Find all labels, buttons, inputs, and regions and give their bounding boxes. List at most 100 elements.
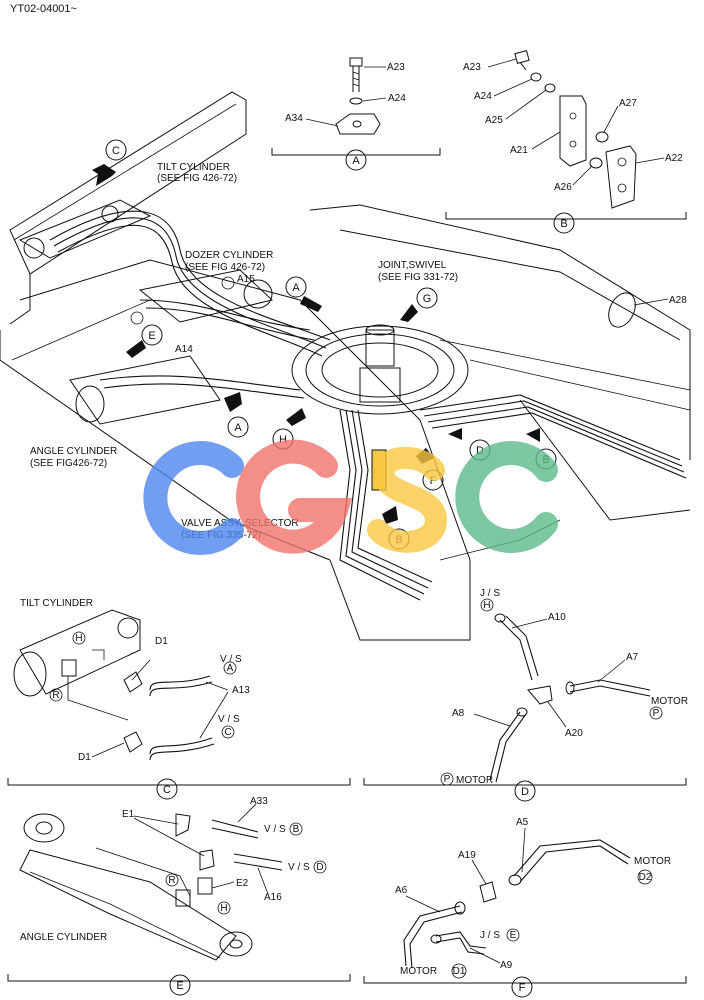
pipe-a8 bbox=[489, 711, 521, 781]
bracket-a22 bbox=[605, 145, 637, 209]
hose-a33 bbox=[211, 819, 259, 833]
svg-text:G: G bbox=[423, 293, 432, 305]
detail-d: J / S H A10 A7 A8 A20 MOTOR P P MOTOR D bbox=[363, 588, 688, 802]
part-label-a33: A33 bbox=[250, 796, 268, 807]
svg-text:H: H bbox=[220, 903, 227, 914]
dozer-cylinder-ref: (SEE FIG 426-72) bbox=[185, 262, 265, 273]
svg-text:D2: D2 bbox=[639, 872, 652, 883]
detail-d-callout bbox=[514, 780, 536, 802]
swivel-ring-outer bbox=[291, 325, 469, 415]
js-label-f: J / S bbox=[480, 930, 500, 941]
fitting-e2 bbox=[197, 877, 213, 895]
svg-text:F: F bbox=[430, 475, 437, 487]
detail-c-callout bbox=[156, 778, 178, 800]
svg-text:R: R bbox=[168, 875, 175, 886]
washer bbox=[349, 97, 363, 105]
part-label-d1-bottom: D1 bbox=[78, 752, 91, 763]
dozer-cylinder-body bbox=[138, 269, 274, 323]
detail-c: TILT CYLINDER H R D1 D1 A13 V / S A V / … bbox=[7, 598, 351, 800]
part-label-a6: A6 bbox=[395, 885, 408, 896]
detail-c-letter: C bbox=[163, 784, 171, 796]
part-label-a19: A19 bbox=[458, 850, 476, 861]
svg-text:D: D bbox=[316, 862, 323, 873]
part-label-a5: A5 bbox=[516, 817, 529, 828]
svg-text:R: R bbox=[52, 690, 59, 701]
fitting-e1-bottom bbox=[199, 849, 215, 871]
hose-a13-bottom bbox=[149, 737, 213, 755]
part-label-a22: A22 bbox=[665, 153, 683, 164]
left-frame-rail bbox=[9, 91, 247, 275]
main-mark-r bbox=[221, 276, 235, 290]
part-label-a24b: A24 bbox=[474, 91, 492, 102]
detail-b-callout bbox=[553, 212, 575, 234]
joint-swivel-label: JOINT,SWIVEL bbox=[378, 260, 447, 271]
part-label-e1: E1 bbox=[122, 809, 135, 820]
part-label-a8: A8 bbox=[452, 708, 465, 719]
tilt-cylinder-detail bbox=[19, 609, 141, 695]
watermark-letter-4 bbox=[455, 441, 558, 553]
angle-cylinder-detail bbox=[19, 849, 237, 961]
clip-plate bbox=[335, 113, 381, 135]
cylinder-end bbox=[13, 651, 47, 697]
part-label-a16: A16 bbox=[264, 892, 282, 903]
dozer-cylinder-label: DOZER CYLINDER bbox=[185, 250, 273, 261]
part-label-e2: E2 bbox=[236, 878, 249, 889]
hose-a16 bbox=[233, 853, 283, 863]
angle-cylinder-ref: (SEE FIG426-72) bbox=[30, 458, 107, 469]
diagram-code: YT02-04001~ bbox=[10, 3, 77, 15]
joint-swivel-ref: (SEE FIG 331-72) bbox=[378, 272, 458, 283]
part-label-a7: A7 bbox=[626, 652, 639, 663]
main-callout-c bbox=[105, 139, 127, 161]
detail-e-letter: E bbox=[176, 980, 183, 992]
part-label-a27: A27 bbox=[619, 98, 637, 109]
svg-text:E: E bbox=[510, 930, 517, 941]
main-mark-h bbox=[130, 311, 144, 325]
svg-text:C: C bbox=[224, 727, 231, 738]
part-label-a23: A23 bbox=[387, 62, 405, 73]
svg-text:A: A bbox=[227, 663, 234, 674]
bolt-head bbox=[349, 57, 363, 67]
vs-label-e-top: V / S bbox=[264, 824, 286, 835]
detail-e-title: ANGLE CYLINDER bbox=[20, 932, 107, 943]
vs-label-bottom: V / S bbox=[218, 714, 240, 725]
detail-f-callout bbox=[511, 976, 533, 998]
detail-a: A23 A24 A34 A bbox=[271, 57, 441, 171]
watermark-logo bbox=[143, 439, 558, 555]
svg-text:P: P bbox=[653, 708, 660, 719]
part-label-d1-top: D1 bbox=[155, 636, 168, 647]
detail-b: A23 A24 A25 A21 A26 A27 A22 B bbox=[445, 50, 687, 234]
svg-text:H: H bbox=[75, 633, 82, 644]
hose-a13-top bbox=[149, 675, 211, 691]
part-label-a26: A26 bbox=[554, 182, 572, 193]
motor-label-d-bottom: MOTOR bbox=[456, 775, 493, 786]
vs-label-top: V / S bbox=[220, 654, 242, 665]
fitting-d1-bottom bbox=[123, 731, 143, 753]
svg-text:E: E bbox=[148, 330, 155, 342]
tilt-cylinder-label: TILT CYLINDER bbox=[157, 162, 230, 173]
detail-d-letter: D bbox=[521, 786, 529, 798]
part-label-a9: A9 bbox=[500, 960, 513, 971]
bracket-a21 bbox=[559, 95, 587, 167]
part-label-a14: A14 bbox=[175, 344, 193, 355]
part-label-a21: A21 bbox=[510, 145, 528, 156]
part-label-a28: A28 bbox=[669, 295, 687, 306]
watermark-letter-3 bbox=[367, 446, 448, 553]
main-callout-a-top bbox=[285, 276, 307, 298]
watermark-letter-1 bbox=[143, 441, 244, 555]
detail-b-letter: B bbox=[560, 218, 567, 230]
svg-text:B: B bbox=[293, 824, 300, 835]
part-label-a13: A13 bbox=[232, 685, 250, 696]
part-label-a24: A24 bbox=[388, 93, 406, 104]
tilt-cylinder-ref: (SEE FIG 426-72) bbox=[157, 173, 237, 184]
detail-f-letter: F bbox=[519, 982, 526, 994]
part-label-a23b: A23 bbox=[463, 62, 481, 73]
svg-text:C: C bbox=[112, 145, 120, 157]
main-callout-g bbox=[416, 287, 438, 309]
main-callout-e bbox=[141, 324, 163, 346]
detail-f: A5 A19 A6 A9 MOTOR D2 J / S E MOTOR D1 F bbox=[363, 817, 687, 998]
svg-text:D1: D1 bbox=[453, 966, 466, 977]
band-a28 bbox=[608, 292, 636, 328]
part-label-a10: A10 bbox=[548, 612, 566, 623]
fitting-a19 bbox=[479, 881, 497, 903]
